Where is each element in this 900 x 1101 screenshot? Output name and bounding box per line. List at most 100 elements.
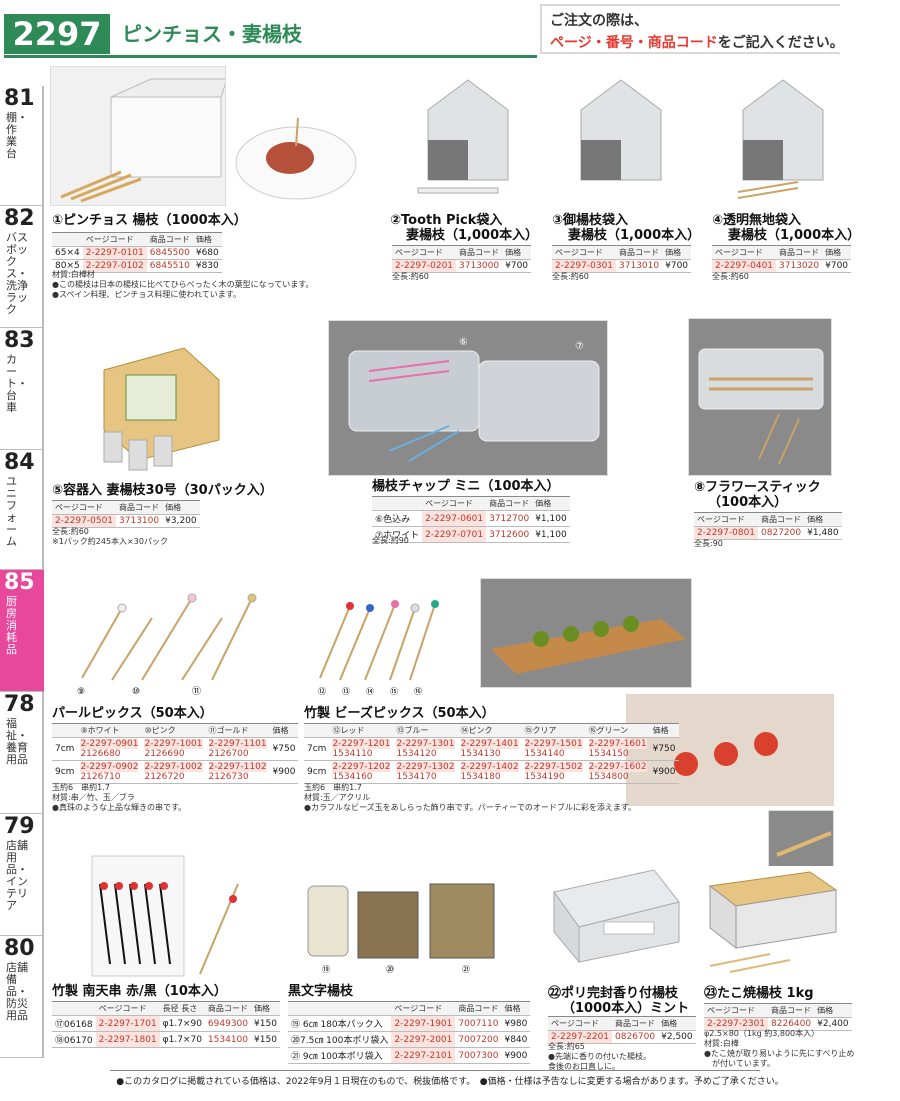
image-callout: ⑭ [366,687,374,696]
tab-label: 厨房消耗品 [6,595,17,656]
product-image-bead-picks-food [480,578,692,688]
tab-number: 82 [4,206,35,231]
table-header-row: ページコード商品コード価格 [392,245,532,260]
tab-number: 79 [4,814,35,839]
tab-82[interactable]: 82 バスボックス・洗浄ラック [0,206,44,328]
tab-83[interactable]: 83 カート・台車 [0,328,44,450]
product-image-chap-mini: ⑥ ⑦ [328,320,608,476]
image-callout: ⑬ [342,687,350,696]
product-title: ⑤容器入 妻楊枝30号（30パック入） [52,483,273,498]
page-number: 2297 [4,14,110,54]
table-header-row: ページコード商品コード価格 [704,1003,852,1018]
table-header-row: ページコード商品コード価格 [52,232,222,247]
tab-number: 81 [4,86,35,111]
tab-number: 80 [4,936,35,961]
table-header-row: ページコード商品コード価格 [548,1016,696,1031]
tab-number: 83 [4,328,35,353]
tab-81[interactable]: 81 棚・作業台 [0,86,44,206]
product-title: パールピックス（50本入） [52,706,213,721]
image-callout: ⑫ [318,687,326,696]
footer-rule [110,1070,760,1071]
tab-label: カート・台車 [6,353,28,414]
tab-label: 福祉・養育用品 [6,717,28,766]
product-image-flower-stick [688,318,832,476]
product-notes: 材質:白樺材 ●この楊枝は日本の楊枝に比べてひらべったく木の葉型になっています。… [52,270,314,299]
product-note: 全長:約60 [552,272,589,281]
product-title: ②Tooth Pick袋入 [390,213,503,228]
product-title: 黒文字楊枝 [288,984,354,999]
product-title-line2: （1000本入）ミント [562,1001,690,1016]
product-image-pinchos-plate [232,108,360,206]
product-title-line2: （100本入） [708,495,788,510]
product-notes: 玉約6 串約1.7 材質:玉／アクリル ●カラフルなビーズ玉をあしらった飾り串で… [304,783,637,812]
product-image-kuromoji: ⑲ ⑳ ㉑ [302,874,502,978]
product-image-nanten-skewer [90,854,250,980]
tab-label: 棚・作業台 [6,111,28,160]
image-callout: ⑮ [390,687,398,696]
product-title: ①ピンチョス 楊枝（1000本入） [52,213,247,228]
product-image-container-toothpicks [84,340,224,478]
product-note: 全長:90 [694,539,723,548]
product-title: ③御楊枝袋入 [552,213,629,228]
table-header-row: ページコード商品コード価格 [288,1001,531,1016]
product-image-mint-toothpick [544,862,684,978]
product-title: ㉒ポリ完封香り付楊枝 [548,986,679,1001]
notice-tail: をご記入ください。 [717,35,844,51]
tab-label: バスボックス・洗浄ラック [6,231,28,316]
image-callout: ⑥ [459,337,468,348]
order-notice: ご注文の際は、 ページ・番号・商品コードをご記入ください。 [540,4,844,54]
product-image-clear-bag [728,70,838,206]
product-notes: φ2.5×80（1kg 約3,800本入） 材質:白樺 ●たこ焼が取り易いように… [704,1029,855,1068]
tab-84[interactable]: 84 ユニフォーム [0,450,44,570]
image-callout: ⑳ [386,965,394,974]
product-note: 全長:約60 [392,272,429,281]
product-title: 竹製 南天串 赤/黒（10本入） [52,984,227,999]
image-callout: ⑲ [322,965,330,974]
tab-78[interactable]: 78 福祉・養育用品 [0,692,44,814]
product-image-takoyaki [700,866,840,978]
product-notes: 玉約6 串約1.7 材質:串／竹、玉／ブラ ●真珠のような上品な輝きの串です。 [52,783,187,812]
tab-number: 78 [4,692,35,717]
table-header-row: ページコード商品コード価格 [712,245,852,260]
product-note: 全長:約60 [712,272,749,281]
product-image-bead-picks: ⑫ ⑬ ⑭ ⑮ ⑯ [310,588,440,700]
image-callout: ⑨ [77,687,85,697]
product-image-tooth-pick [398,70,528,206]
tab-label: ユニフォーム [6,475,17,548]
tab-85[interactable]: 85 厨房消耗品 [0,570,44,692]
notice-red-text: ページ・番号・商品コード [550,35,718,51]
product-image-takoyaki-tip [768,810,834,870]
product-image-pinchos [50,66,226,206]
tab-79[interactable]: 79 店舗用品・インテリア [0,814,44,936]
tab-80[interactable]: 80 店舗備品・防災用品 [0,936,44,1058]
image-callout: ㉑ [462,965,470,974]
image-callout: ⑩ [132,687,140,697]
